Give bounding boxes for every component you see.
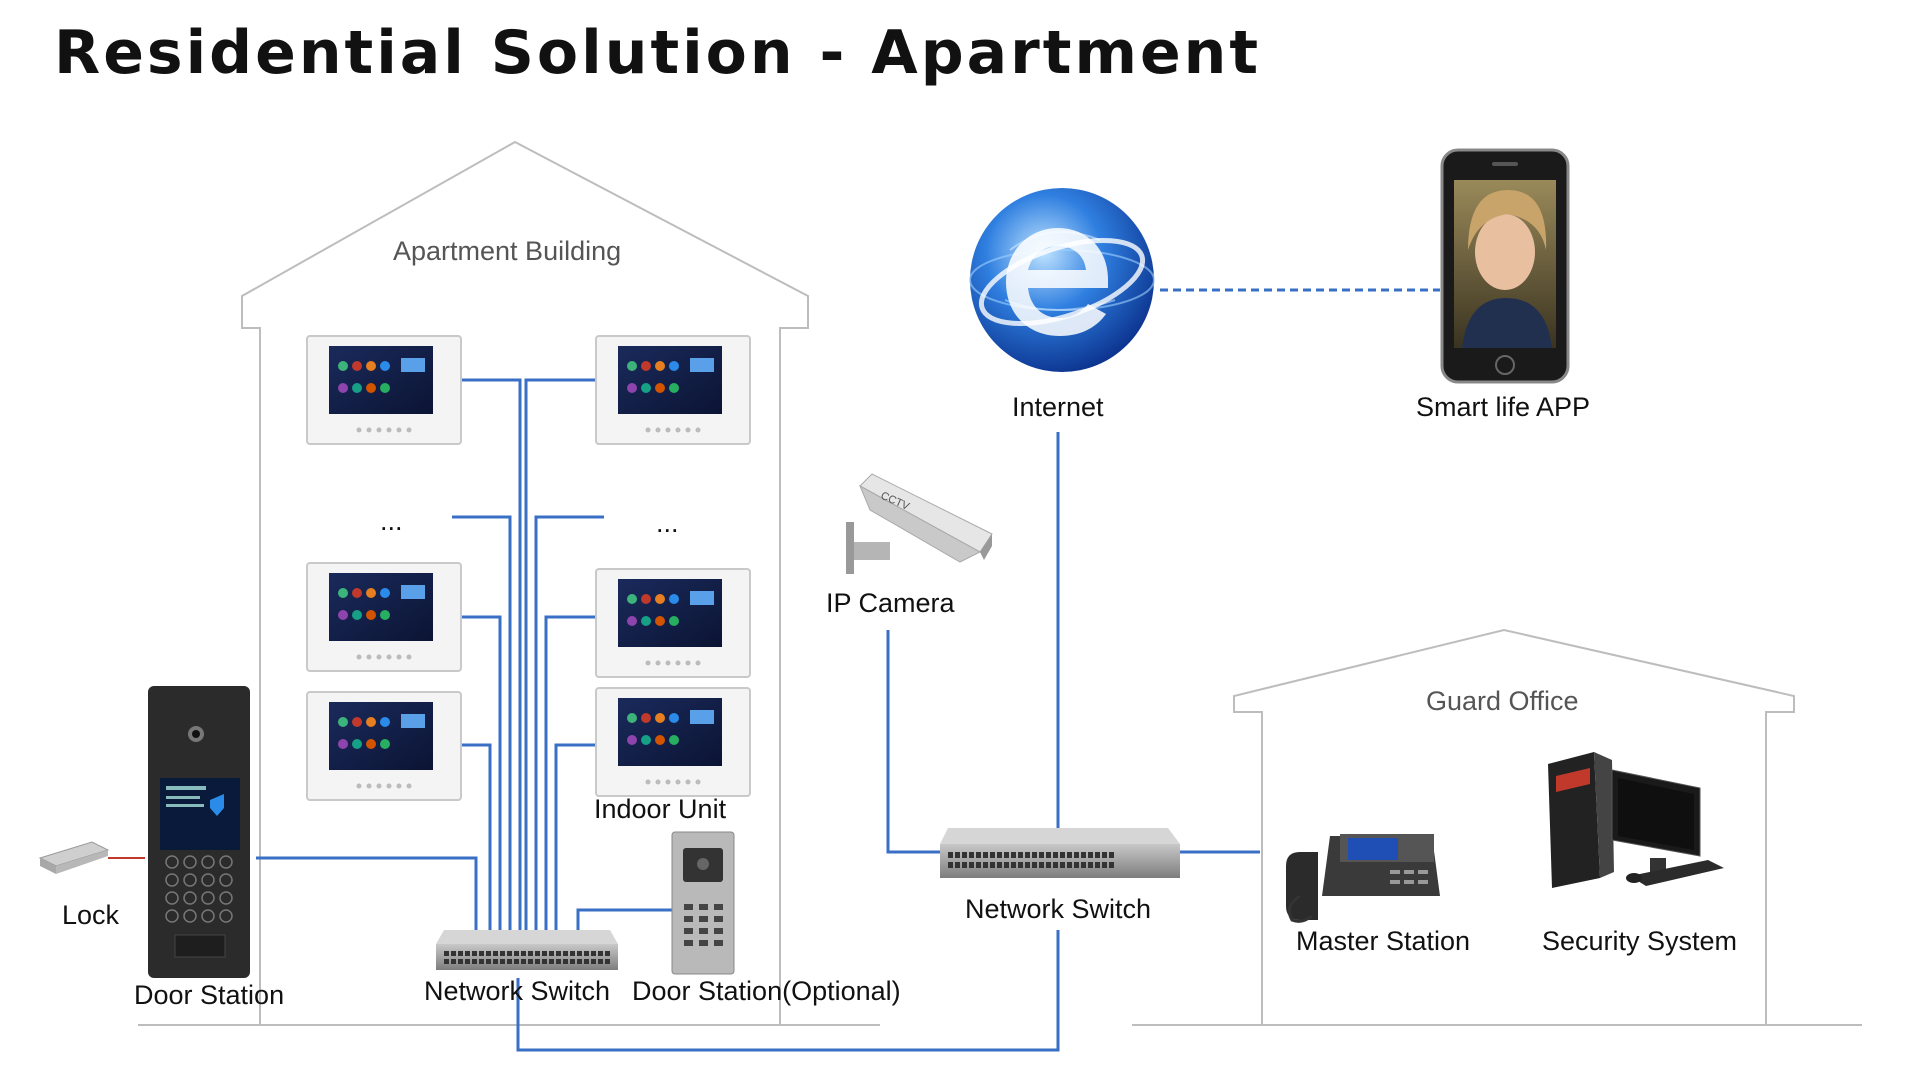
magnetic-lock-icon — [38, 841, 110, 874]
apartment-building-label: Apartment Building — [393, 236, 622, 266]
main-network-switch-label: Network Switch — [965, 894, 1152, 924]
indoor-unit-monitor — [306, 562, 462, 672]
door-station-optional-device — [671, 831, 735, 975]
indoor-unit-monitor — [595, 335, 751, 445]
indoor-unit-label: Indoor Unit — [594, 794, 727, 824]
smartphone-icon — [1440, 148, 1570, 384]
ip-camera-icon: CCTV — [846, 473, 993, 574]
internet-label: Internet — [1012, 392, 1104, 422]
internet-globe-icon — [969, 188, 1155, 372]
indoor-unit-monitor — [306, 691, 462, 801]
master-station-label: Master Station — [1296, 926, 1471, 956]
ip-camera-label: IP Camera — [826, 588, 955, 618]
guard-office-outline — [1233, 628, 1795, 1025]
security-system-icon — [1548, 752, 1724, 888]
smart-life-app-label: Smart life APP — [1416, 392, 1591, 422]
connection-lines — [256, 378, 1260, 1052]
security-system-label: Security System — [1542, 926, 1738, 956]
apartment-building-outline — [241, 140, 809, 1025]
master-station-icon — [1286, 834, 1440, 923]
door-station-device — [148, 686, 250, 978]
indoor-units — [306, 335, 751, 801]
indoor-unit-monitor — [595, 568, 751, 678]
page-title: Residential Solution - Apartment — [54, 18, 1262, 88]
lock-label: Lock — [62, 900, 120, 930]
indoor-unit-monitor — [306, 335, 462, 445]
door-station-optional-label: Door Station(Optional) — [632, 976, 901, 1006]
main-network-switch — [940, 828, 1180, 878]
ellipsis-left: ... — [380, 506, 403, 536]
door-station-label: Door Station — [134, 980, 285, 1010]
ellipsis-right: ... — [656, 508, 679, 538]
building-network-switch-label: Network Switch — [424, 976, 611, 1006]
indoor-unit-monitor — [595, 687, 751, 797]
building-network-switch — [436, 930, 618, 970]
guard-office-label: Guard Office — [1426, 686, 1579, 716]
